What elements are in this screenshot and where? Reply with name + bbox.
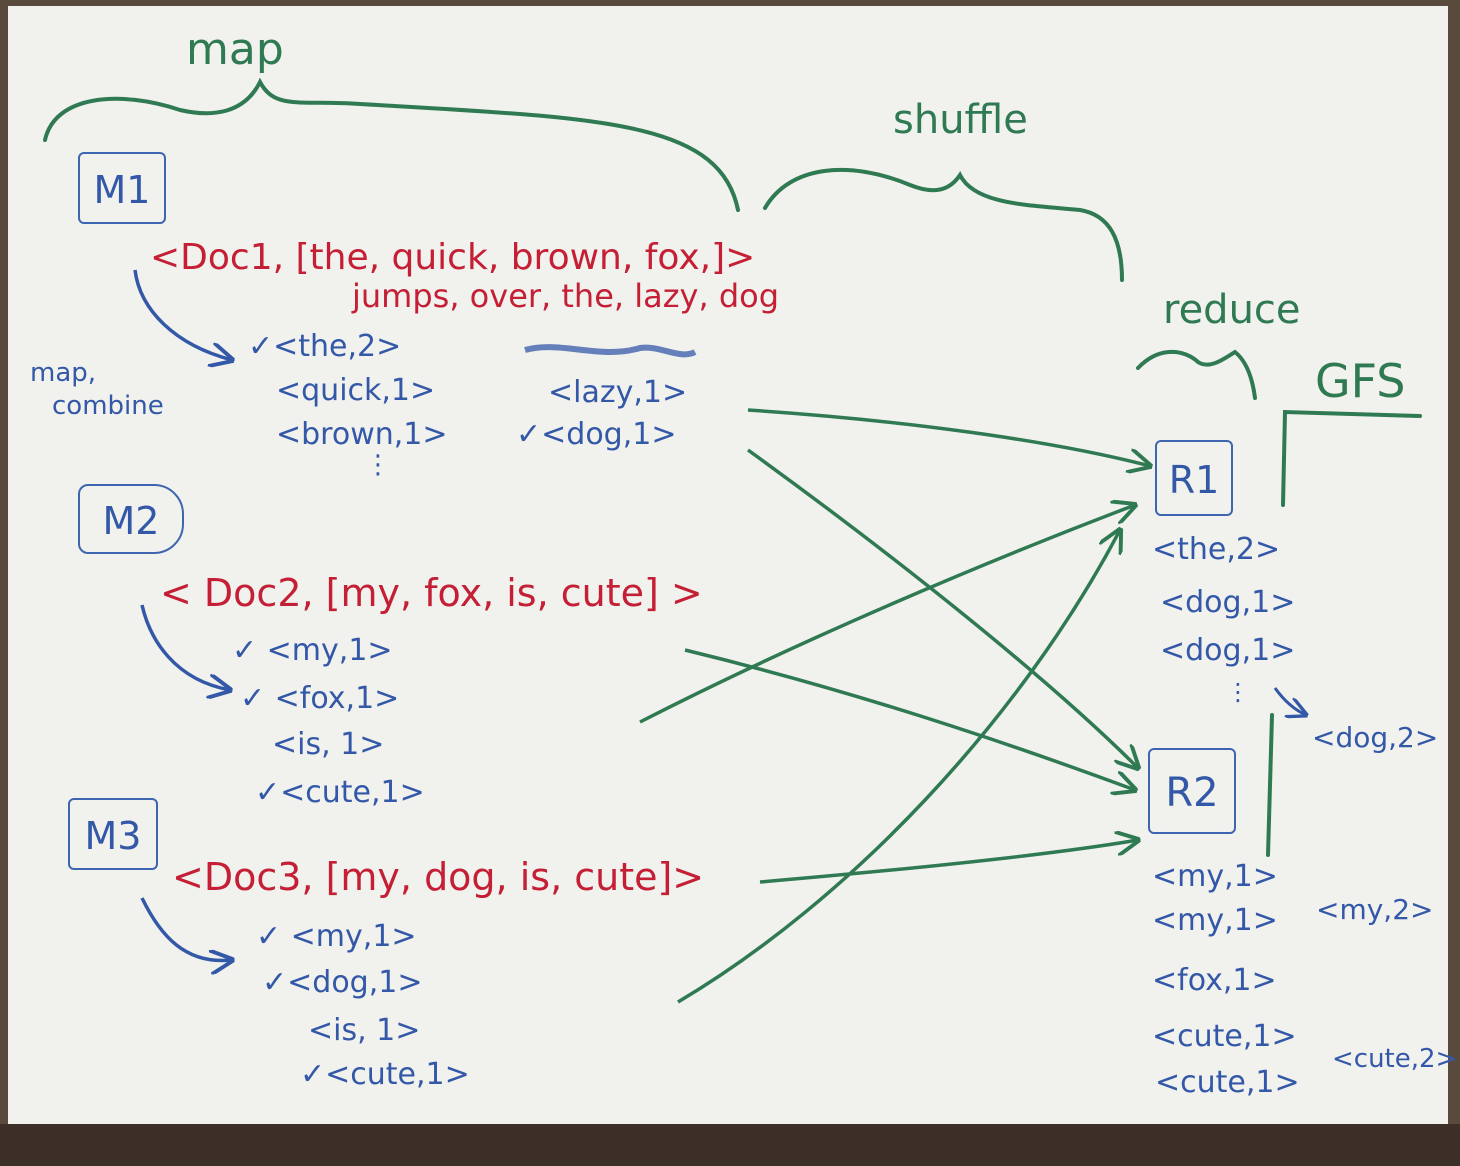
reducer-box-r2: R2: [1148, 748, 1236, 834]
m3-pair-is: <is, 1>: [308, 1013, 421, 1048]
r2-output-cute: <cute,2>: [1332, 1044, 1458, 1074]
m1-input-line2: jumps, over, the, lazy, dog: [352, 277, 780, 315]
r2-pair-fox: <fox,1>: [1152, 963, 1277, 998]
r1-pair-dog-2: <dog,1>: [1160, 633, 1296, 668]
scribble: [524, 344, 697, 358]
m1-pair-quick: <quick,1>: [276, 373, 436, 408]
m1-pair-brown: <brown,1>: [276, 417, 448, 452]
gfs-divider: [1266, 713, 1274, 857]
mapper-box-label: M1: [93, 168, 151, 212]
shuffle-m3-to-r2: [759, 840, 1138, 884]
dog-merge-arrow: [1273, 687, 1306, 715]
reducer-box-label: R2: [1165, 770, 1219, 816]
m1-pair-lazy: <lazy,1>: [548, 375, 688, 410]
shuffle-m1-to-r2: [746, 448, 1138, 768]
r1-output-dog: <dog,2>: [1312, 721, 1439, 754]
m3-pair-cute: ✓<cute,1>: [300, 1057, 470, 1092]
gfs-label: GFS: [1315, 354, 1406, 408]
mapper-box-label: M2: [102, 499, 160, 543]
m2-pair-cute: ✓<cute,1>: [255, 775, 425, 810]
m3-pair-my: ✓ <my,1>: [256, 919, 417, 954]
reducer-box-label: R1: [1168, 458, 1220, 502]
m2-pair-is: <is, 1>: [272, 727, 385, 762]
m1-pair-dog: ✓<dog,1>: [516, 417, 677, 452]
r1-pair-the: <the,2>: [1152, 532, 1281, 567]
m1-pair-the: ✓<the,2>: [248, 329, 402, 364]
shuffle-m2-to-r1: [639, 505, 1135, 724]
map-combine-label-line2: combine: [52, 391, 164, 421]
m1-combine-arrow: [133, 269, 232, 360]
shuffle-m3-to-r1: [677, 530, 1120, 1004]
m3-combine-arrow: [140, 897, 232, 961]
whiteboard-surface: [8, 6, 1448, 1124]
shuffle-m1-to-r1: [747, 408, 1150, 466]
shuffle-m2-to-r2: [684, 648, 1135, 790]
r2-pair-cute-2: <cute,1>: [1155, 1065, 1300, 1100]
reducer-box-r1: R1: [1155, 440, 1233, 516]
mapper-box-label: M3: [84, 814, 142, 858]
map-combine-label-line1: map,: [30, 358, 97, 388]
gfs-bracket: [1281, 409, 1422, 507]
r1-pair-dog-1: <dog,1>: [1160, 585, 1296, 620]
m3-pair-dog: ✓<dog,1>: [262, 965, 423, 1000]
r2-pair-my-1: <my,1>: [1152, 859, 1278, 894]
r2-pair-my-2: <my,1>: [1152, 903, 1278, 938]
mapper-box-m2: M2: [78, 484, 184, 554]
m2-input: < Doc2, [my, fox, is, cute] >: [160, 571, 703, 615]
m2-pair-fox: ✓ <fox,1>: [240, 681, 400, 716]
r2-pair-cute-1: <cute,1>: [1152, 1019, 1297, 1054]
m2-pair-my: ✓ <my,1>: [232, 633, 393, 668]
m1-ellipsis: ⋮: [365, 450, 391, 480]
m3-input: <Doc3, [my, dog, is, cute]>: [172, 855, 705, 899]
shuffle-brace: [763, 168, 1124, 282]
map-label: map: [186, 24, 284, 75]
r1-ellipsis: ⋮: [1226, 678, 1250, 706]
m1-input-line1: <Doc1, [the, quick, brown, fox,]>: [150, 237, 756, 278]
r2-output-my: <my,2>: [1316, 893, 1434, 926]
shuffle-label: shuffle: [893, 97, 1028, 143]
reduce-label: reduce: [1163, 287, 1301, 333]
m2-combine-arrow: [140, 604, 230, 690]
map-brace: [43, 77, 740, 212]
reduce-brace: [1136, 349, 1257, 400]
mapper-box-m1: M1: [78, 152, 166, 224]
whiteboard-ledge: [0, 1124, 1460, 1166]
mapper-box-m3: M3: [68, 798, 158, 870]
